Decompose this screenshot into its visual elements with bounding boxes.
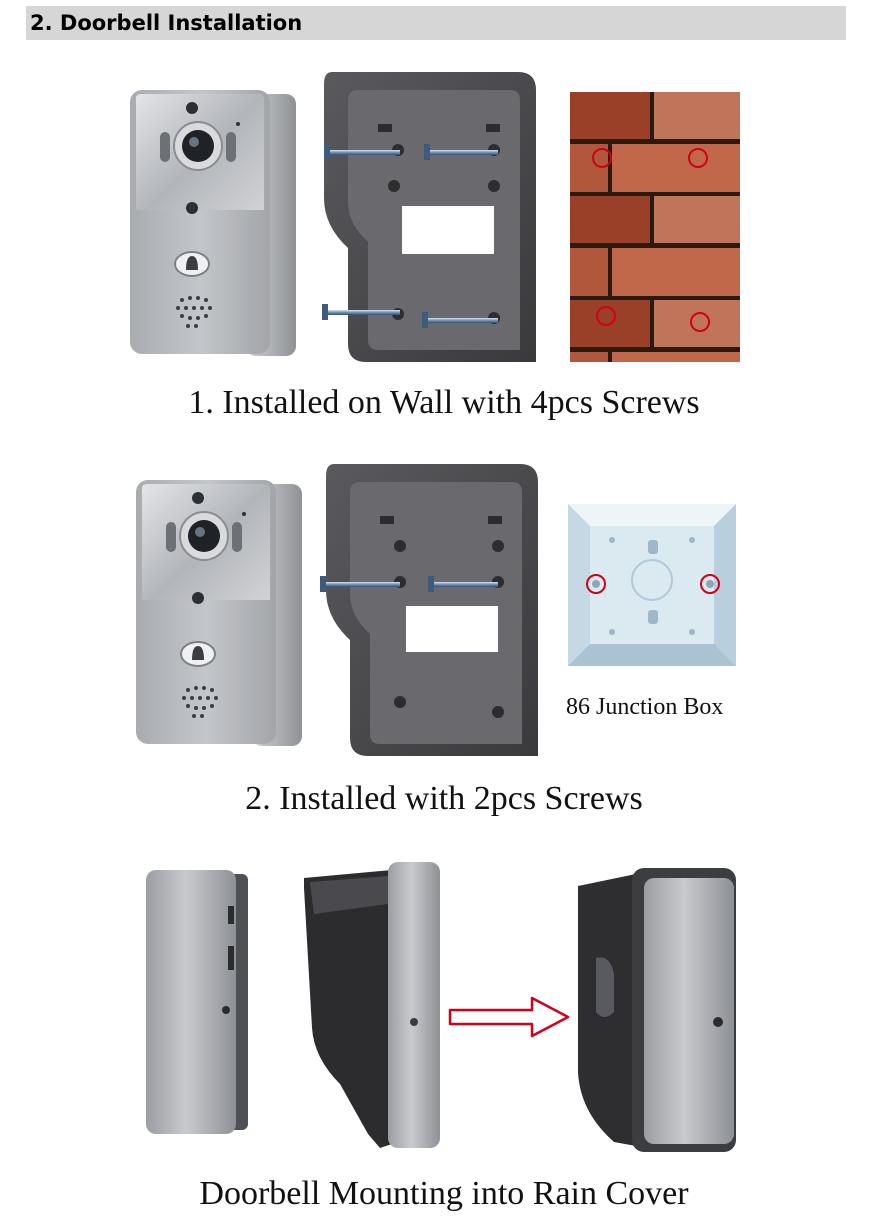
doorbell-front-image-2 bbox=[136, 480, 302, 746]
doorbell-front-image-1 bbox=[130, 90, 296, 356]
junction-box-label: 86 Junction Box bbox=[566, 694, 724, 720]
brick-wall-image bbox=[570, 92, 740, 362]
rain-cover-image-1 bbox=[322, 72, 536, 362]
rain-cover-side-image bbox=[304, 862, 440, 1148]
red-arrow-icon bbox=[448, 996, 570, 1038]
caption-mounting-rain-cover: Doorbell Mounting into Rain Cover bbox=[199, 1175, 689, 1212]
rain-cover-image-2 bbox=[320, 464, 538, 756]
caption-installed-on-wall: 1. Installed on Wall with 4pcs Screws bbox=[188, 384, 700, 421]
doorbell-in-cover-image bbox=[578, 868, 736, 1152]
caption-installed-2-screws: 2. Installed with 2pcs Screws bbox=[245, 780, 643, 817]
section-header: 2. Doorbell Installation bbox=[26, 6, 846, 40]
junction-box-image bbox=[568, 504, 736, 666]
section-title: 2. Doorbell Installation bbox=[30, 11, 303, 35]
doorbell-side-image bbox=[146, 870, 248, 1134]
